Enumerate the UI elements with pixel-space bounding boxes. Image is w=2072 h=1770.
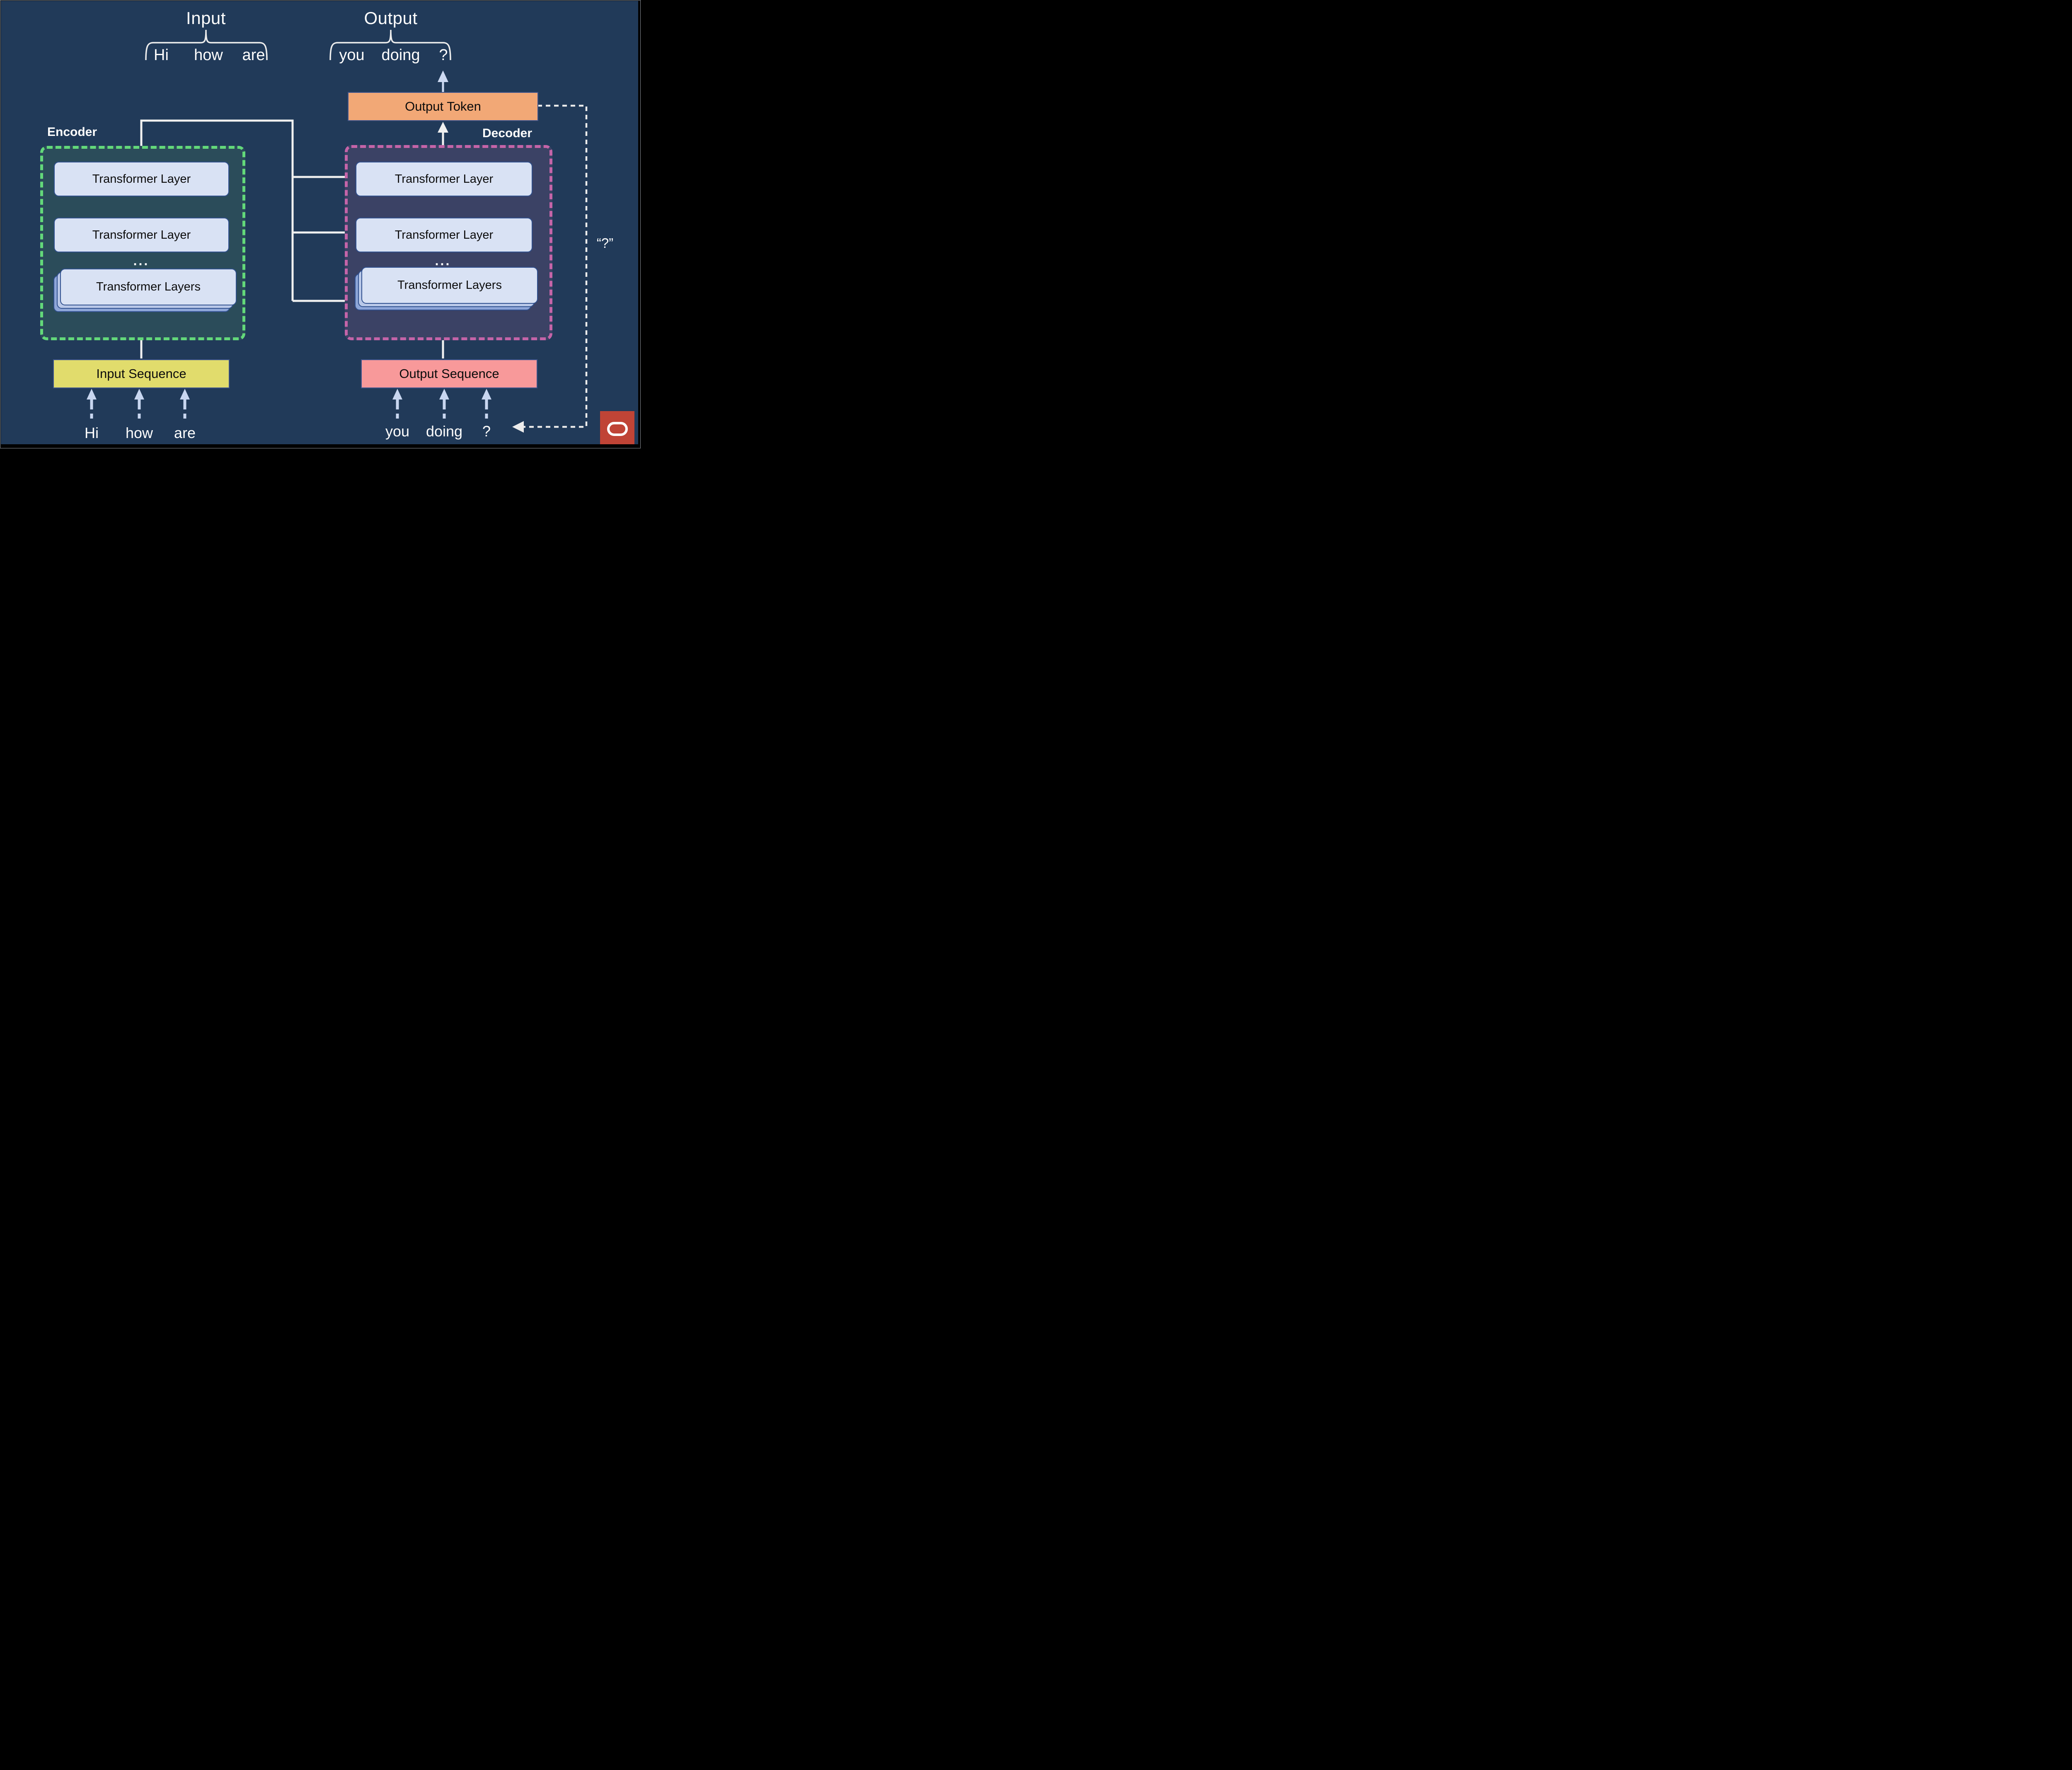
decoder-stack-card-front: Transformer Layers — [361, 267, 538, 304]
diagram-frame: Input Output Hi how are you doing ? Outp… — [0, 0, 641, 448]
decoder-ellipsis: ... — [435, 253, 451, 268]
input-sequence-box: Input Sequence — [53, 359, 230, 388]
bottom-input-token-hi: Hi — [85, 424, 99, 441]
encoder-label: Encoder — [47, 125, 97, 139]
output-token-doing: doing — [381, 46, 420, 64]
input-token-are: are — [242, 46, 265, 64]
output-token-qmark: ? — [439, 46, 448, 64]
encoder-ellipsis: ... — [133, 253, 150, 268]
output-token-up-arrow — [438, 70, 448, 92]
decoder-layer-1: Transformer Layer — [356, 162, 533, 196]
decoder-stack-label: Transformer Layers — [397, 278, 502, 292]
bottom-output-token-qmark: ? — [482, 423, 491, 440]
output-sequence-box: Output Sequence — [361, 359, 537, 388]
transformer-architecture-diagram: Input Output Hi how are you doing ? Outp… — [1, 1, 638, 444]
input-title: Input — [186, 8, 226, 28]
output-sequence-label: Output Sequence — [399, 366, 499, 381]
encoder-stack-card-front: Transformer Layers — [60, 269, 237, 305]
encoder-stack-label: Transformer Layers — [96, 280, 201, 293]
oracle-logo — [600, 411, 634, 444]
bottom-input-token-how: how — [125, 424, 153, 441]
input-token-how: how — [194, 46, 223, 64]
decoder-label: Decoder — [482, 126, 533, 140]
feedback-token-label: “?” — [596, 235, 614, 251]
encoder-layer-1: Transformer Layer — [54, 162, 229, 196]
decoder-layer-2-label: Transformer Layer — [395, 228, 494, 242]
output-token-label: Output Token — [405, 99, 481, 114]
input-token-hi: Hi — [154, 46, 169, 64]
input-token-arrows — [87, 389, 190, 419]
encoder-layer-1-label: Transformer Layer — [92, 172, 191, 186]
feedback-arrowhead — [512, 421, 524, 433]
input-sequence-label: Input Sequence — [96, 366, 186, 381]
bottom-input-token-are: are — [174, 424, 196, 441]
oracle-o-icon — [607, 422, 628, 436]
output-token-you: you — [339, 46, 365, 64]
decoder-layer-2: Transformer Layer — [356, 218, 533, 252]
decoder-layer-1-label: Transformer Layer — [395, 172, 494, 186]
output-token-arrows — [392, 389, 491, 419]
encoder-layer-2: Transformer Layer — [54, 218, 229, 252]
output-title: Output — [364, 8, 418, 28]
output-token-box: Output Token — [348, 92, 538, 121]
bottom-output-token-doing: doing — [426, 423, 463, 440]
bottom-output-token-you: you — [385, 423, 410, 440]
encoder-layer-2-label: Transformer Layer — [92, 228, 191, 242]
